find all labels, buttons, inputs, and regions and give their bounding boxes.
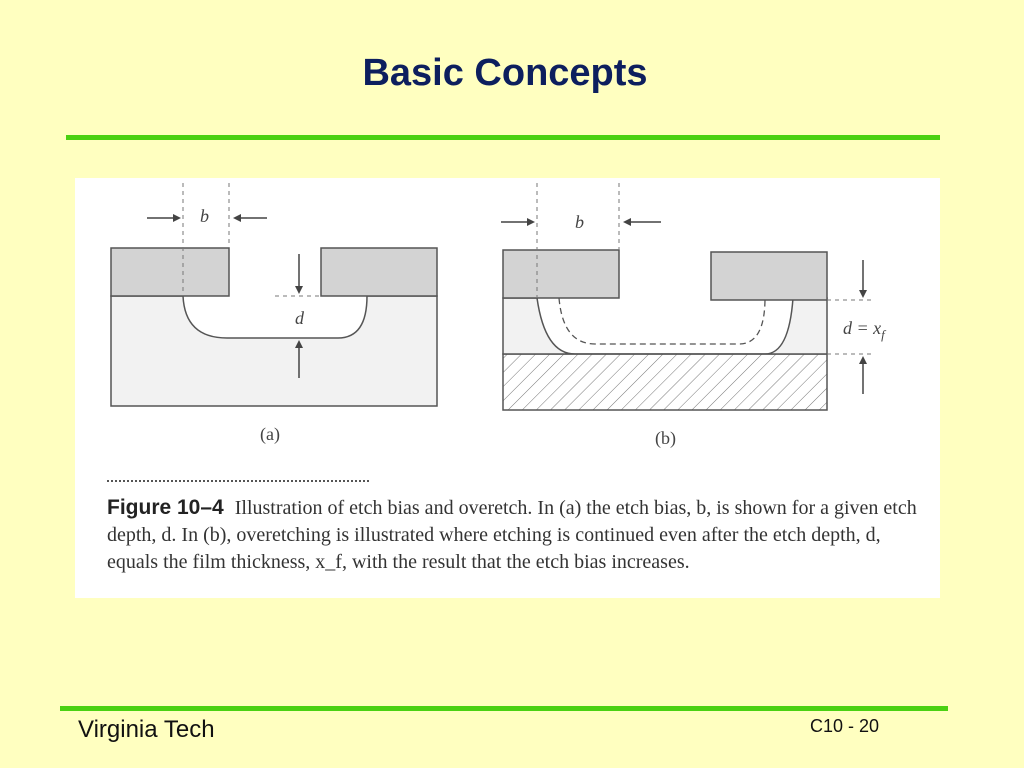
slide-number: C10 - 20	[810, 716, 880, 736]
panel-a-depth-label: d	[295, 308, 305, 328]
etch-diagram: b d (a)	[110, 183, 887, 449]
panel-b-mask-left	[502, 249, 620, 299]
figure-label: Figure 10–4	[107, 496, 224, 519]
figure-caption-text: Illustration of etch bias and overetch. …	[107, 497, 917, 573]
panel-b-bias-label: b	[575, 212, 584, 232]
title-divider	[66, 135, 940, 140]
panel-b-film	[502, 297, 828, 355]
figure-panel: b d (a)	[75, 178, 940, 598]
figure-caption: Figure 10–4 Illustration of etch bias an…	[107, 494, 917, 576]
panel-b-mask-right	[710, 251, 828, 301]
panel-a-film	[110, 295, 438, 407]
caption-divider	[107, 480, 369, 482]
panel-a-mask-left	[110, 247, 230, 297]
footer-divider	[60, 706, 948, 711]
panel-b-depth-label: d = xf	[843, 318, 887, 342]
panel-b-diagram: b d = xf (b)	[501, 183, 887, 449]
panel-a-caption: (a)	[260, 424, 280, 445]
panel-b-substrate	[502, 353, 828, 411]
panel-a-mask-right	[320, 247, 438, 297]
panel-b-caption: (b)	[655, 428, 676, 449]
panel-a-bias-label: b	[200, 206, 209, 226]
panel-a-diagram: b d (a)	[110, 183, 438, 445]
slide-title: Basic Concepts	[362, 52, 648, 94]
footer-institution: Virginia Tech	[78, 716, 215, 743]
